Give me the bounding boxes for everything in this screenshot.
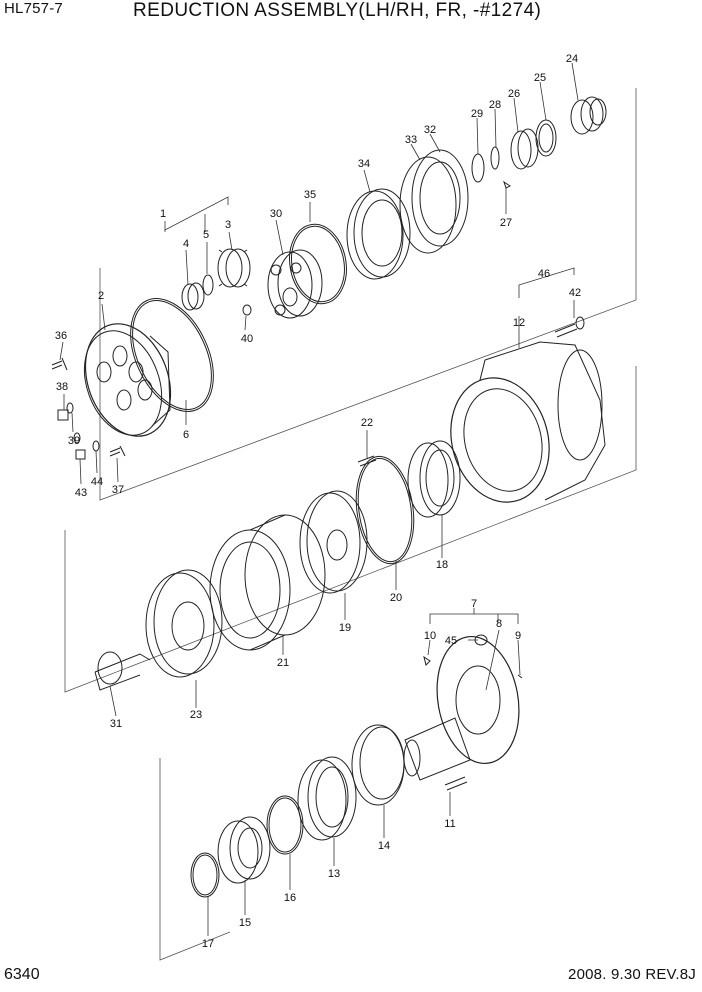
assembly-boundary-lines	[64, 88, 637, 961]
callout-42: 42	[569, 287, 581, 299]
callout-34: 34	[358, 158, 370, 170]
callout-25: 25	[534, 72, 546, 84]
callout-12: 12	[513, 317, 525, 329]
callout-7: 7	[471, 598, 477, 610]
page-title: REDUCTION ASSEMBLY(LH/RH, FR, -#1274)	[133, 0, 542, 21]
callout-35: 35	[304, 189, 316, 201]
callout-30: 30	[270, 208, 282, 220]
callout-43: 43	[75, 487, 87, 499]
callout-45: 45	[445, 635, 457, 647]
callout-15: 15	[239, 917, 251, 929]
callout-33: 33	[405, 134, 417, 146]
callout-40: 40	[241, 333, 253, 345]
callout-32: 32	[424, 124, 436, 136]
callout-9: 9	[515, 630, 521, 642]
callout-3: 3	[225, 219, 231, 231]
callout-20: 20	[390, 592, 402, 604]
callout-2: 2	[98, 290, 104, 302]
page-number: 6340	[4, 966, 40, 983]
hub-housing-group	[94, 316, 606, 691]
cover-flange-group	[51, 96, 607, 460]
callout-23: 23	[190, 709, 202, 721]
callout-26: 26	[508, 88, 520, 100]
callout-16: 16	[284, 892, 296, 904]
callout-17: 17	[202, 938, 214, 950]
callout-22: 22	[361, 417, 373, 429]
callout-46: 46	[538, 268, 550, 280]
callout-13: 13	[328, 868, 340, 880]
callout-27: 27	[500, 217, 512, 229]
callout-5: 5	[203, 229, 209, 241]
callout-28: 28	[489, 99, 501, 111]
callout-38: 38	[56, 381, 68, 393]
callout-6: 6	[183, 429, 189, 441]
callout-labels: 1 2 3 4 5 6 7 8 9 10 11 12 13 14 15 16 1…	[55, 53, 581, 950]
callout-31: 31	[110, 718, 122, 730]
callout-39: 39	[68, 435, 80, 447]
callout-44: 44	[91, 476, 103, 488]
revision-date: 2008. 9.30 REV.8J	[568, 966, 696, 983]
callout-4: 4	[183, 238, 189, 250]
callout-29: 29	[471, 108, 483, 120]
callout-10: 10	[424, 630, 436, 642]
callout-8: 8	[496, 618, 502, 630]
callout-11: 11	[444, 818, 455, 830]
callout-37: 37	[112, 484, 124, 496]
callout-19: 19	[339, 622, 351, 634]
callout-18: 18	[436, 559, 448, 571]
callout-36: 36	[55, 330, 67, 342]
callout-24: 24	[566, 53, 578, 65]
leader-lines	[59, 62, 579, 936]
callout-14: 14	[378, 840, 390, 852]
model-code: HL757-7	[4, 0, 63, 17]
callout-21: 21	[277, 657, 289, 669]
callout-1: 1	[160, 208, 166, 220]
spindle-group	[190, 634, 523, 898]
